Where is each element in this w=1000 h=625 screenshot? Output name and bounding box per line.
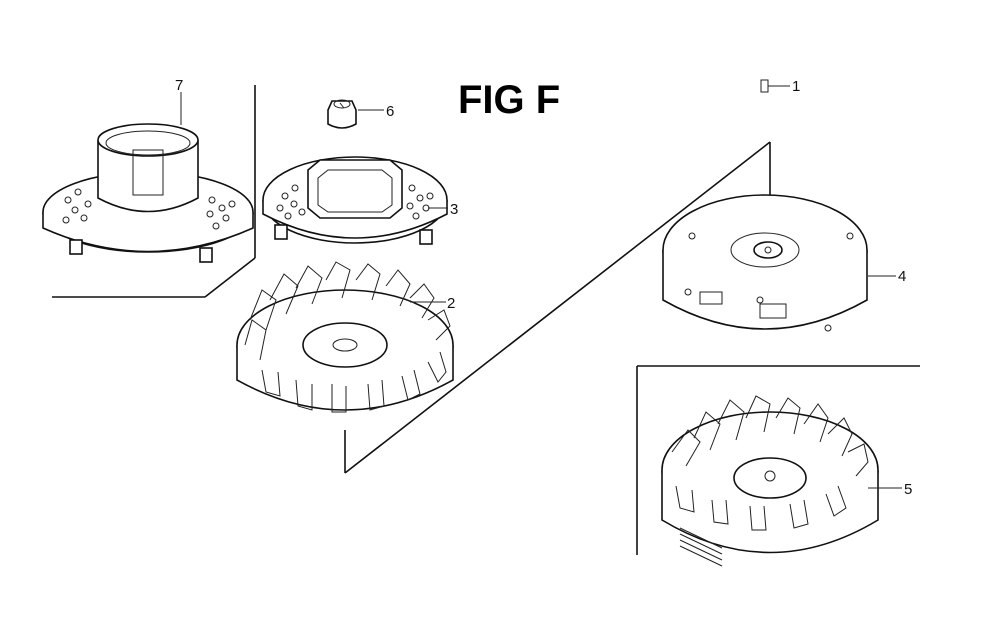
callout-4: 4	[898, 268, 906, 285]
legend-mark: 1	[760, 78, 800, 95]
callout-6: 6	[386, 103, 394, 120]
part-flywheel-large	[661, 395, 879, 567]
callout-3: 3	[450, 201, 458, 218]
part-fan-cover	[42, 123, 254, 263]
legend-number: 1	[792, 78, 800, 95]
callout-2: 2	[447, 295, 455, 312]
group-frame-right	[636, 365, 920, 555]
part-flywheel	[236, 261, 454, 413]
callout-7: 7	[175, 77, 183, 94]
part-starter-pulley	[262, 156, 448, 245]
part-rotor-assembly	[662, 194, 868, 332]
callout-5: 5	[904, 481, 912, 498]
part-nut	[327, 99, 357, 129]
group-frame-left	[52, 85, 256, 298]
figure-title: FIG F	[458, 78, 560, 122]
